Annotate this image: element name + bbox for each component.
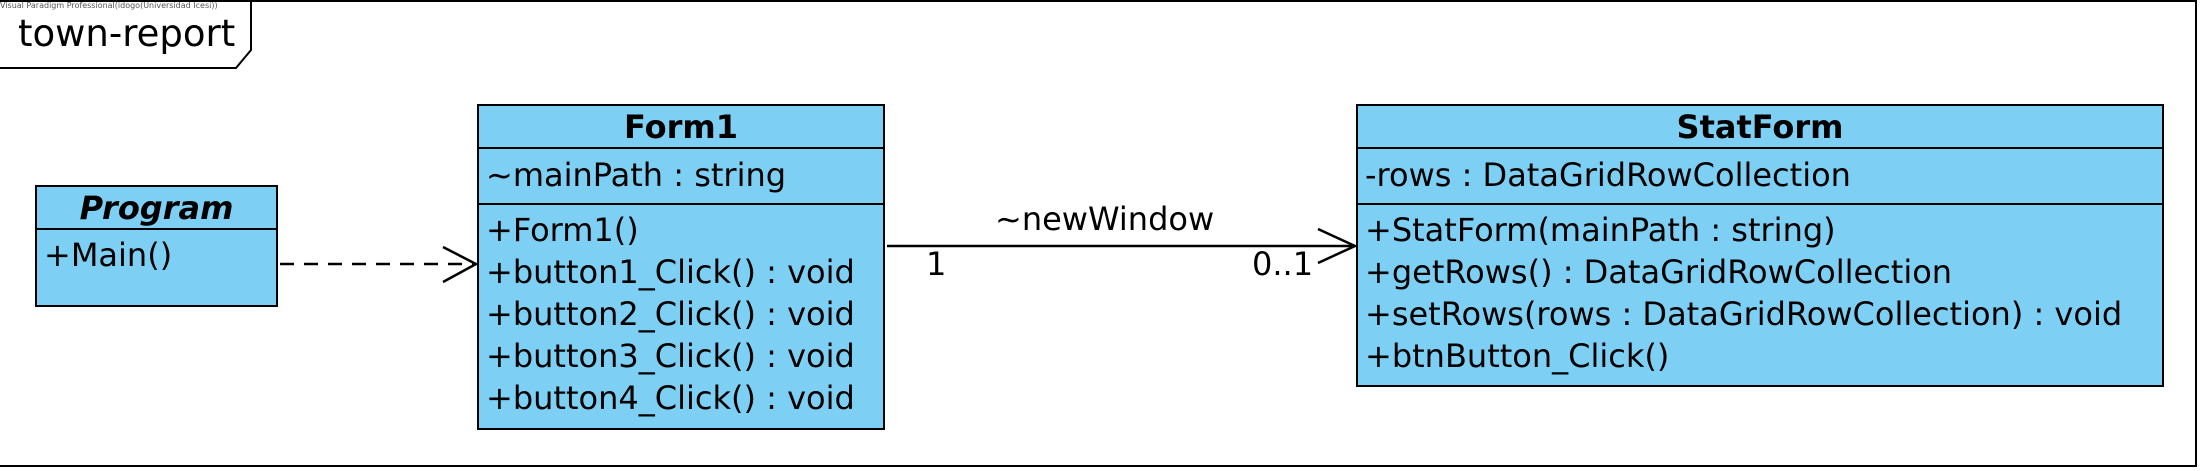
class-statform[interactable]: StatForm -rows : DataGridRowCollection +… xyxy=(1356,104,2164,387)
operation: +getRows() : DataGridRowCollection xyxy=(1365,253,1953,291)
operation: +button2_Click() : void xyxy=(486,295,855,333)
operation: +Main() xyxy=(44,236,173,274)
operation: +button3_Click() : void xyxy=(486,337,855,375)
class-program[interactable]: Program +Main() xyxy=(35,185,278,307)
watermark: Visual Paradigm Professional(idogo(Unive… xyxy=(0,1,218,10)
operation: +StatForm(mainPath : string) xyxy=(1365,211,1836,249)
attribute: -rows : DataGridRowCollection xyxy=(1365,156,1851,194)
class-form1-name: Form1 xyxy=(479,106,883,149)
operation: +button4_Click() : void xyxy=(486,379,855,417)
association-role-label: ~newWindow xyxy=(995,200,1215,238)
operation: +setRows(rows : DataGridRowCollection) :… xyxy=(1365,295,2123,333)
package-name: town-report xyxy=(18,12,236,55)
operation: +Form1() xyxy=(486,211,639,249)
class-program-name: Program xyxy=(37,187,276,230)
attribute: ~mainPath : string xyxy=(486,156,787,194)
class-statform-operations: +StatForm(mainPath : string) +getRows() … xyxy=(1358,205,2162,377)
operation: +btnButton_Click() xyxy=(1365,337,1670,375)
class-form1-attributes: ~mainPath : string xyxy=(479,149,883,205)
package-tab xyxy=(0,0,252,69)
source-multiplicity: 1 xyxy=(926,245,947,283)
target-multiplicity: 0..1 xyxy=(1252,245,1314,283)
class-statform-name: StatForm xyxy=(1358,106,2162,149)
dependency-arrow[interactable] xyxy=(280,245,479,284)
association-arrow[interactable] xyxy=(887,227,1358,265)
class-statform-attributes: -rows : DataGridRowCollection xyxy=(1358,149,2162,205)
class-form1-operations: +Form1() +button1_Click() : void +button… xyxy=(479,205,883,419)
class-form1[interactable]: Form1 ~mainPath : string +Form1() +butto… xyxy=(477,104,885,430)
class-program-operations: +Main() xyxy=(37,230,276,276)
operation: +button1_Click() : void xyxy=(486,253,855,291)
